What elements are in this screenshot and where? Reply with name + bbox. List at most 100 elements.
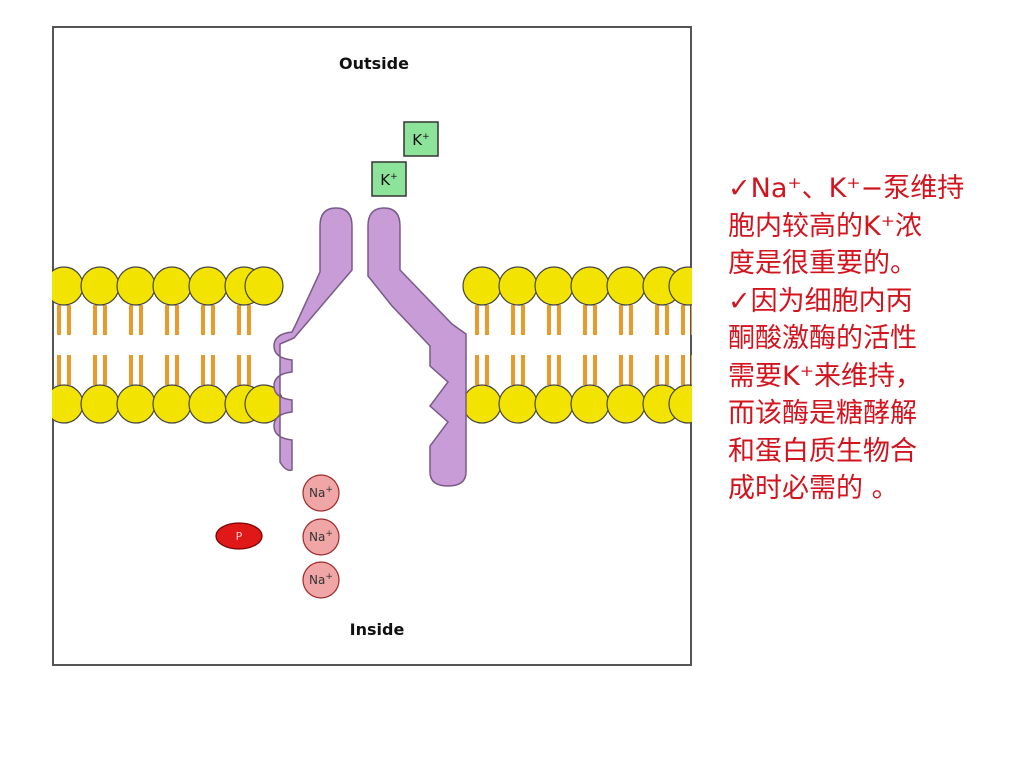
sodium-potassium-pump-diagram: Outside Inside K+ K+ Na+ — [52, 26, 692, 666]
lipid-tail — [557, 355, 561, 385]
lipid-tail — [237, 305, 241, 335]
lipid-head — [570, 266, 610, 306]
lipid-tail — [67, 355, 71, 385]
lipid-tail — [681, 355, 685, 385]
lipid-head — [80, 384, 120, 424]
lipid-tail — [93, 305, 97, 335]
sodium-charge: + — [325, 485, 333, 495]
potassium-ion: K+ — [403, 121, 439, 157]
lipid-tail — [175, 305, 179, 335]
lipid-tail — [511, 355, 515, 385]
lipid-tail — [211, 355, 215, 385]
lipid-tail — [547, 355, 551, 385]
svg-text:Na+: Na+ — [309, 572, 333, 587]
lipid-tail — [175, 355, 179, 385]
lipid-tail — [211, 305, 215, 335]
lipid-tail — [475, 305, 479, 335]
lipid-head — [668, 266, 692, 306]
phosphate-symbol: P — [236, 530, 243, 543]
lipid-head — [668, 384, 692, 424]
outside-label: Outside — [339, 54, 409, 73]
lipid-tail — [521, 355, 525, 385]
lipid-head — [534, 384, 574, 424]
sodium-ion: Na+ — [302, 561, 340, 599]
lipid-tail — [691, 305, 692, 335]
lipid-tail — [485, 355, 489, 385]
lipid-tail — [57, 305, 61, 335]
lipid-tail — [691, 355, 692, 385]
lipid-tail — [619, 355, 623, 385]
sodium-symbol: Na — [309, 530, 325, 544]
note-line: ✓Na⁺、K⁺−泵维持 — [728, 173, 965, 204]
svg-text:K+: K+ — [380, 171, 397, 189]
lipid-tail — [139, 355, 143, 385]
note-line: 胞内较高的K⁺浓 — [728, 210, 922, 242]
lipid-tail — [557, 305, 561, 335]
phosphate-group: P — [215, 522, 263, 550]
lipid-tail — [619, 305, 623, 335]
lipid-head — [188, 266, 228, 306]
lipid-tail — [129, 355, 133, 385]
lipid-head — [534, 266, 574, 306]
lipid-head — [570, 384, 610, 424]
lipid-tail — [665, 305, 669, 335]
potassium-ion: K+ — [371, 161, 407, 197]
lipid-tail — [655, 305, 659, 335]
lipid-head — [116, 384, 156, 424]
lipid-head — [244, 266, 284, 306]
potassium-symbol: K — [412, 131, 423, 149]
note-line: 酮酸激酶的活性 — [728, 323, 917, 354]
lipid-tail — [583, 305, 587, 335]
sodium-ion: Na+ — [302, 518, 340, 556]
lipid-tail — [165, 355, 169, 385]
lipid-tail — [475, 355, 479, 385]
lipid-tail — [237, 355, 241, 385]
pump-protein-right — [367, 207, 467, 487]
lipid-tail — [593, 305, 597, 335]
lipid-head — [188, 384, 228, 424]
note-line: 成时必需的 。 — [728, 473, 899, 504]
lipid-head — [462, 266, 502, 306]
lipid-tail — [201, 355, 205, 385]
lipid-tail — [67, 305, 71, 335]
lipid-bilayer — [52, 266, 692, 424]
svg-text:Na+: Na+ — [309, 485, 333, 500]
lipid-tail — [665, 355, 669, 385]
note-line: 和蛋白质生物合 — [728, 435, 917, 467]
sodium-symbol: Na — [309, 486, 325, 500]
potassium-charge: + — [422, 132, 430, 142]
lipid-tail — [485, 305, 489, 335]
lipid-tail — [129, 305, 133, 335]
lipid-tail — [57, 355, 61, 385]
inside-label: Inside — [350, 620, 405, 639]
lipid-tail — [511, 305, 515, 335]
sodium-charge: + — [325, 529, 333, 539]
lipid-tail — [629, 305, 633, 335]
sodium-charge: + — [325, 572, 333, 582]
explanation-notes: ✓Na⁺、K⁺−泵维持 胞内较高的K⁺浓 度是很重要的。 ✓因为细胞内丙 酮酸激… — [728, 170, 1008, 508]
lipid-head — [152, 384, 192, 424]
lipid-tail — [139, 305, 143, 335]
lipid-head — [52, 384, 84, 424]
lipid-tail — [583, 355, 587, 385]
lipid-tail — [247, 305, 251, 335]
potassium-symbol: K — [380, 171, 391, 189]
lipid-tail — [681, 305, 685, 335]
lipid-head — [606, 266, 646, 306]
lipid-tail — [629, 355, 633, 385]
pump-protein-left — [273, 207, 353, 472]
lipid-head — [498, 384, 538, 424]
lipid-head — [498, 266, 538, 306]
lipid-head — [152, 266, 192, 306]
lipid-head — [52, 266, 84, 306]
note-line: ✓因为细胞内丙 — [728, 285, 913, 317]
lipid-tail — [547, 305, 551, 335]
sodium-ion: Na+ — [302, 474, 340, 512]
diagram-frame — [52, 26, 692, 666]
lipid-head — [116, 266, 156, 306]
note-line: 度是很重要的。 — [728, 248, 917, 279]
note-line: 需要K⁺来维持， — [728, 360, 922, 392]
lipid-tail — [201, 305, 205, 335]
svg-text:Na+: Na+ — [309, 529, 333, 544]
lipid-tail — [103, 355, 107, 385]
